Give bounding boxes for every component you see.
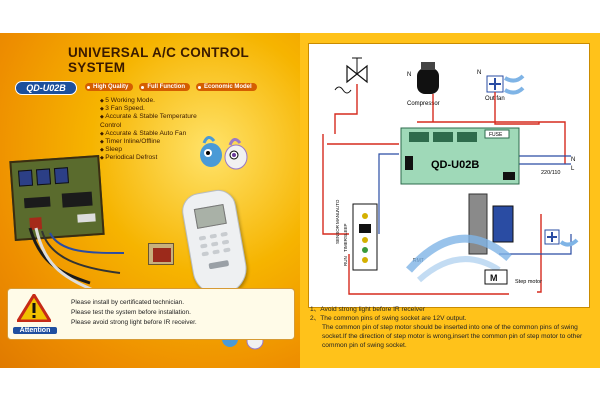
side-label: RUN <box>343 256 348 266</box>
feature-badge: Economic Model <box>196 83 257 91</box>
brochure-title: UNIVERSAL A/C CONTROL SYSTEM <box>68 45 249 75</box>
mascot-image <box>200 136 248 170</box>
side-label: AUTO <box>335 199 340 212</box>
model-label: QD-U02B <box>431 159 479 171</box>
terminal-l-label: L <box>571 166 575 172</box>
installation-notes: 1、Avoid strong light before IR receiver … <box>310 305 594 350</box>
feature-item: 3 Fan Speed. <box>100 105 205 113</box>
remote-control-image <box>179 187 251 299</box>
side-label: MANU <box>335 211 340 224</box>
terminal-n-label: N <box>407 72 411 78</box>
feature-list: 5 Working Mode. 3 Fan Speed. Accurate & … <box>100 97 205 163</box>
wiring-lines <box>322 84 566 295</box>
compressor-label: Compressor <box>407 101 440 107</box>
relay-module <box>492 205 514 243</box>
brochure-right-panel: Compressor N Out fan N <box>300 33 600 368</box>
note-line: 1、Avoid strong light before IR receiver <box>310 306 425 313</box>
attention-line: Please test the system before installati… <box>71 309 191 316</box>
attention-label: Attention <box>13 327 57 334</box>
warning-icon <box>17 294 51 322</box>
wiring-diagram-svg: Compressor N Out fan N <box>322 57 579 295</box>
feature-badge: High Quality <box>85 83 134 91</box>
feature-badges: High Quality Full Function Economic Mode… <box>85 83 257 91</box>
brochure-left-panel: UNIVERSAL A/C CONTROL SYSTEM QD-U02B Hig… <box>0 33 300 368</box>
feature-item: Accurate & Stable Temperature Control <box>100 113 205 129</box>
valve-icon <box>334 57 368 94</box>
feature-item: 5 Working Mode. <box>100 97 205 105</box>
step-motor-label: Step motor <box>515 279 542 285</box>
voltage-label: 220/110 <box>541 170 560 176</box>
attention-line: Please install by certificated technicia… <box>71 299 185 306</box>
note-line: 2、The common pins of swing socket are 12… <box>310 315 467 322</box>
note-line: The common pin of step motor should be i… <box>322 324 583 349</box>
svg-text:M: M <box>490 273 498 283</box>
in-fan-icon <box>544 229 579 247</box>
feature-item: Accurate & Stable Auto Fan <box>100 130 205 138</box>
attention-text: Please install by certificated technicia… <box>71 298 197 328</box>
feature-item: Sleep <box>100 146 205 154</box>
product-logo: QD-U02B <box>15 81 77 95</box>
terminal-n-label: N <box>477 70 481 76</box>
out-fan-icon <box>486 74 525 95</box>
wiring-diagram: Compressor N Out fan N <box>308 43 590 308</box>
side-label: SENSOR <box>335 224 340 244</box>
feature-item: Periodical Defrost <box>100 154 205 162</box>
transformer-image <box>148 243 174 265</box>
fuse-label: FUSE <box>489 132 503 138</box>
compressor-icon <box>417 62 439 94</box>
feature-item: Timer Inline/Offline <box>100 138 205 146</box>
side-label: SLEEP <box>343 223 348 238</box>
attention-line: Please avoid strong light before IR rece… <box>71 319 197 326</box>
step-motor-icon <box>484 269 508 285</box>
airflow-arrow <box>406 234 512 273</box>
terminal-n-label: N <box>571 157 575 163</box>
side-label: TIMER <box>343 237 348 252</box>
blue-wiring <box>378 153 572 255</box>
feature-badge: Full Function <box>139 83 191 91</box>
attention-notice: Attention Please install by certificated… <box>7 288 295 340</box>
